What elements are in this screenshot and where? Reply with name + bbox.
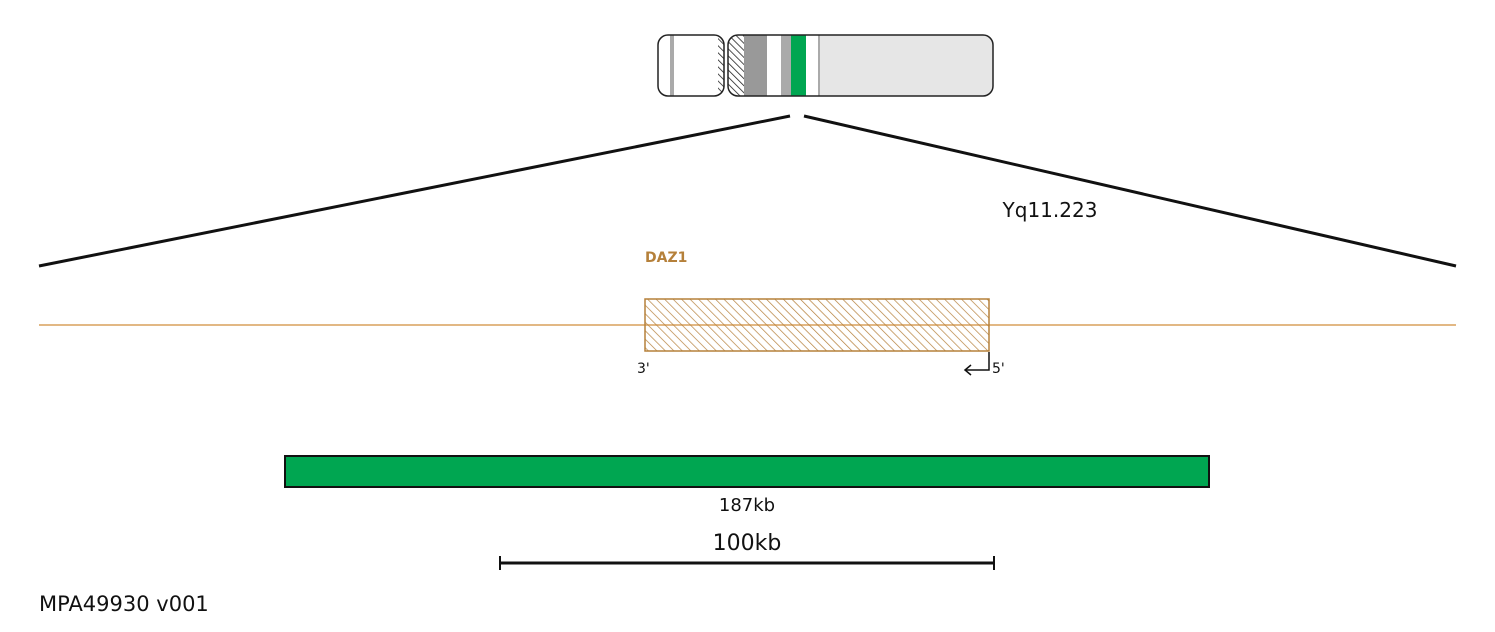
band-label: Yq11.223 [1002, 198, 1098, 222]
gene-3prime-label: 3' [637, 361, 650, 377]
product-code: MPA49930 v001 [39, 592, 209, 616]
zoom-line-left [38, 114, 791, 268]
zoom-line-right [803, 114, 1457, 268]
scale-bar [499, 556, 995, 570]
highlighted-band [791, 35, 806, 96]
scale-bar-label: 100kb [713, 531, 782, 556]
gene-box [644, 298, 990, 352]
gene-5prime-label: 5' [992, 361, 1005, 377]
chromosome-q-arm [728, 35, 993, 96]
gene-name-label: DAZ1 [645, 250, 687, 266]
chromosome-q-arm-outline [727, 34, 994, 97]
transcription-direction-arrow-icon [963, 352, 990, 376]
probe-bar [284, 455, 1210, 488]
chromosome-p-arm [658, 35, 724, 96]
probe-size-label: 187kb [719, 495, 775, 516]
chromosome-ideogram [657, 34, 994, 97]
chromosome-p-arm-outline [657, 34, 725, 97]
